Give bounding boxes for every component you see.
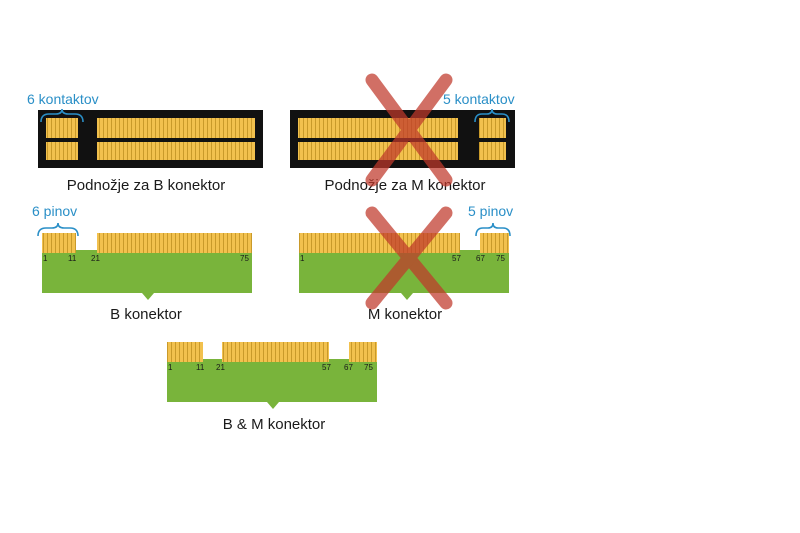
socket-b: 6 kontaktov Podnožje za B konektor — [27, 91, 263, 194]
card-m-bracket — [475, 222, 511, 237]
socket-m-contacts-short — [479, 142, 506, 160]
socket-b-bracket — [40, 108, 84, 123]
socket-b-bracket-label: 6 kontaktov — [27, 91, 99, 107]
socket-m-contacts-short — [479, 118, 506, 138]
card-m-bracket-label: 5 pinov — [468, 203, 513, 219]
card-b-caption: B konektor — [110, 306, 182, 323]
card-m-pin-label: 75 — [496, 254, 505, 263]
socket-b-caption: Podnožje za B konektor — [67, 177, 225, 194]
card-b-contacts — [42, 233, 76, 253]
card-bm: 1 11 21 57 67 75 B & M konektor — [167, 342, 377, 433]
card-m-contacts — [480, 233, 509, 253]
card-bm-contacts — [167, 342, 203, 362]
card-bm-caption: B & M konektor — [223, 416, 326, 433]
card-bm-contacts — [349, 342, 377, 362]
card-m-pin-label: 1 — [300, 254, 305, 263]
socket-m-bracket-label: 5 kontaktov — [443, 91, 515, 107]
card-bm-pcb — [167, 359, 377, 409]
card-bm-pin-label: 57 — [322, 363, 331, 372]
card-m-pcb — [299, 250, 509, 300]
card-m-caption: M konektor — [368, 306, 442, 323]
cross-icon — [365, 73, 453, 187]
card-m-pin-label: 67 — [476, 254, 485, 263]
card-b-pin-label: 11 — [68, 254, 77, 263]
card-b-pin-label: 75 — [240, 254, 249, 263]
socket-m-caption: Podnožje za M konektor — [325, 177, 486, 194]
card-bm-pin-label: 1 — [168, 363, 173, 372]
card-b-contacts — [97, 233, 252, 253]
socket-b-contacts-short — [46, 118, 78, 138]
card-b-pcb — [42, 250, 252, 300]
socket-b-contacts-long — [97, 118, 255, 138]
card-bm-pin-label: 75 — [364, 363, 373, 372]
card-m-contacts — [299, 233, 460, 253]
card-b: 1 11 21 75 6 pinov B konektor — [32, 203, 252, 323]
socket-b-contacts-short — [46, 142, 78, 160]
card-bm-pin-label: 11 — [196, 363, 205, 372]
socket-m-bracket — [474, 108, 510, 123]
socket-b-contacts-long — [97, 142, 255, 160]
card-b-pin-label: 21 — [91, 254, 100, 263]
card-b-bracket — [37, 222, 79, 237]
socket-m-contacts-long — [298, 118, 458, 138]
card-bm-pin-label: 67 — [344, 363, 353, 372]
card-m-pin-label: 57 — [452, 254, 461, 263]
card-b-pin-label: 1 — [43, 254, 48, 263]
card-bm-contacts — [222, 342, 329, 362]
card-bm-pin-label: 21 — [216, 363, 225, 372]
cross-icon — [365, 206, 453, 310]
card-b-bracket-label: 6 pinov — [32, 203, 77, 219]
